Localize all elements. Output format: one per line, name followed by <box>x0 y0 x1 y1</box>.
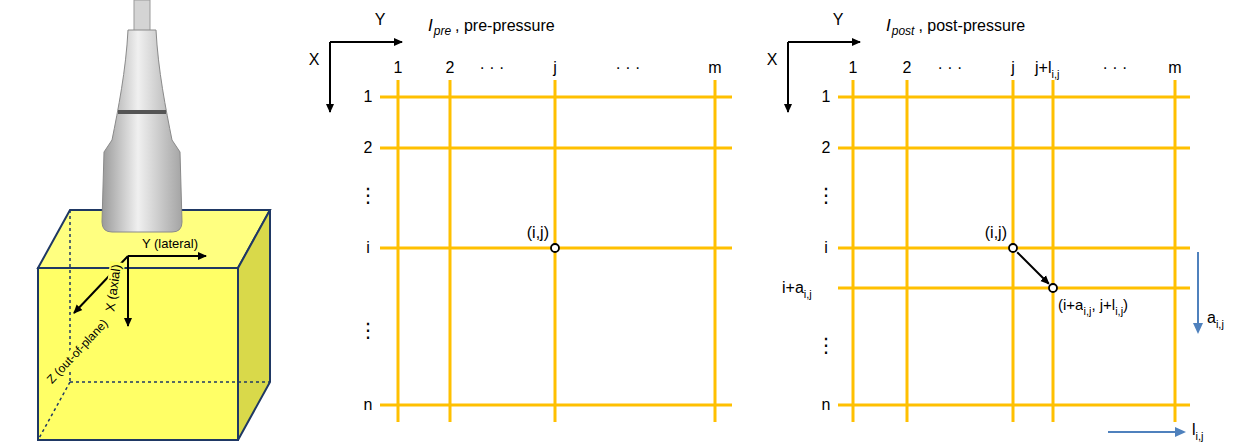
image-title: , pre-pressure <box>455 17 555 35</box>
pre-grid-axes <box>330 42 402 112</box>
ellipsis: ⋮ <box>358 184 378 207</box>
column-index: j <box>1011 59 1015 77</box>
cube-axes <box>74 256 206 326</box>
displacement-arrows <box>1108 252 1198 432</box>
image-symbol: I <box>428 16 433 36</box>
column-index: 1 <box>394 59 403 77</box>
row-index: n <box>822 396 831 414</box>
point-label: (i+a <box>1058 296 1083 313</box>
row-index: 1 <box>364 88 373 106</box>
axis-label: X <box>767 51 778 69</box>
point-marker <box>550 243 560 253</box>
row-index: n <box>364 396 373 414</box>
row-index: i+a <box>782 279 804 297</box>
point-label: ) <box>1123 296 1128 313</box>
point-label: , j+l <box>1091 296 1115 313</box>
displacement-label: a <box>1207 309 1216 327</box>
index-subscript: i,j <box>1196 430 1204 443</box>
column-index: m <box>708 59 721 77</box>
ellipsis: · · · <box>616 59 641 77</box>
point-label: (i,j) <box>985 224 1007 242</box>
ultrasound-probe <box>102 0 182 232</box>
index-subscript: i,j <box>1115 305 1123 318</box>
post-pressure-grid <box>838 80 1190 422</box>
row-index: i <box>824 239 828 257</box>
row-index: 2 <box>822 139 831 157</box>
index-subscript: i,j <box>804 288 812 301</box>
grid-point: (i,j) <box>550 243 560 253</box>
row-index: i <box>366 239 370 257</box>
image-symbol: I <box>886 16 891 36</box>
axis-label: Y <box>833 11 844 29</box>
ellipsis: ⋮ <box>358 319 378 342</box>
axis-label: X <box>309 51 320 69</box>
image-subscript: post <box>892 25 915 39</box>
grid-point: (i,j) <box>1008 243 1018 253</box>
ellipsis: ⋮ <box>816 334 836 357</box>
ellipsis: · · · <box>938 59 963 77</box>
row-index: 2 <box>364 139 373 157</box>
index-subscript: i,j <box>1051 68 1059 81</box>
point-marker <box>1048 283 1058 293</box>
grid-point: (i+ai,j, j+li,j) <box>1048 283 1058 293</box>
index-subscript: i,j <box>1083 305 1091 318</box>
displacement-arrow <box>1017 252 1049 284</box>
column-index: j+l <box>1035 59 1051 77</box>
displacement-label: l <box>1192 421 1196 439</box>
column-index: m <box>1168 59 1181 77</box>
axis-label: Y (lateral) <box>140 237 200 252</box>
column-index: 2 <box>903 59 912 77</box>
image-subscript: pre <box>434 25 451 39</box>
column-index: 1 <box>849 59 858 77</box>
point-label: (i,j) <box>527 224 549 242</box>
tissue-cube <box>38 210 270 440</box>
ellipsis: · · · <box>480 59 505 77</box>
column-index: j <box>553 59 557 77</box>
axis-label: Y <box>375 11 386 29</box>
ellipsis: · · · <box>1103 59 1128 77</box>
point-marker <box>1008 243 1018 253</box>
row-index: 1 <box>822 88 831 106</box>
ellipsis: ⋮ <box>816 184 836 207</box>
pre-pressure-grid <box>380 80 732 422</box>
index-subscript: i,j <box>1216 318 1224 331</box>
image-title: , post-pressure <box>918 17 1025 35</box>
column-index: 2 <box>446 59 455 77</box>
post-grid-axes <box>788 42 860 112</box>
